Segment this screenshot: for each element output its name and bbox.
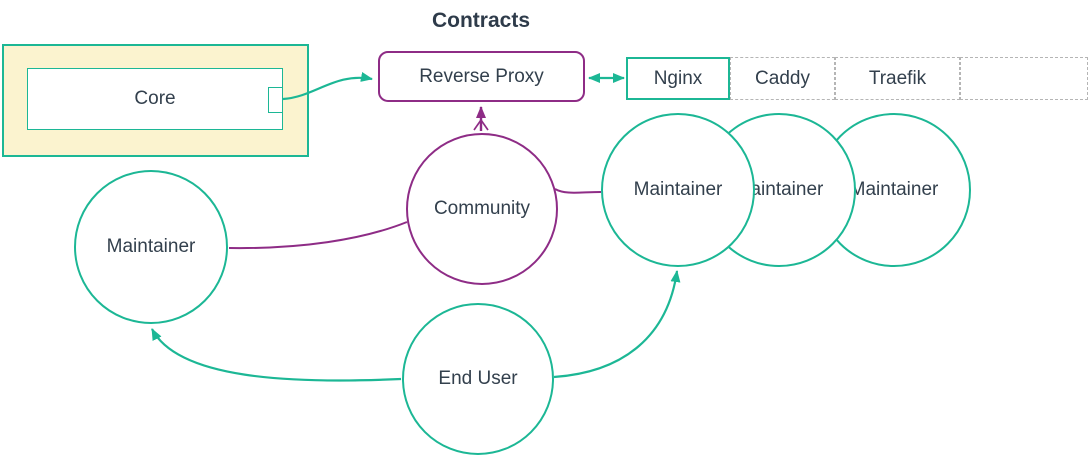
edge-community-to-reverse-proxy-chevron <box>473 118 489 131</box>
maintainer-1-label: Maintainer <box>633 179 723 200</box>
proxy-traefik-label: Traefik <box>868 67 927 89</box>
core-label: Core <box>134 88 176 109</box>
community-circle: Community <box>406 133 558 285</box>
proxy-caddy-label: Caddy <box>755 67 810 89</box>
edge-enduser-to-maintainer-right <box>553 270 681 379</box>
proxy-node-nginx: Nginx <box>626 57 730 100</box>
maintainer-left-circle: Maintainer <box>74 170 228 324</box>
proxy-nginx-label: Nginx <box>653 67 703 89</box>
reverse-proxy-node: Reverse Proxy <box>378 51 585 102</box>
core-port <box>268 87 283 113</box>
proxy-node-empty <box>960 57 1088 100</box>
core-node: Core <box>27 68 283 130</box>
community-label: Community <box>433 198 531 219</box>
edge-enduser-to-maintainer-left <box>151 328 402 382</box>
end-user-circle: End User <box>402 303 554 455</box>
maintainer-left-label: Maintainer <box>106 236 196 257</box>
diagram-title: Contracts <box>431 9 531 32</box>
maintainer-2-label: Maintainer <box>734 179 824 200</box>
edge-community-maintainer-right <box>554 188 602 194</box>
edge-community-maintainer-left <box>228 221 408 250</box>
maintainer-circle-1: Maintainer <box>601 113 755 267</box>
reverse-proxy-label: Reverse Proxy <box>419 65 544 87</box>
proxy-node-caddy: Caddy <box>730 57 835 100</box>
proxy-node-traefik: Traefik <box>835 57 960 100</box>
end-user-label: End User <box>438 368 518 389</box>
maintainer-3-label: Maintainer <box>849 179 939 200</box>
